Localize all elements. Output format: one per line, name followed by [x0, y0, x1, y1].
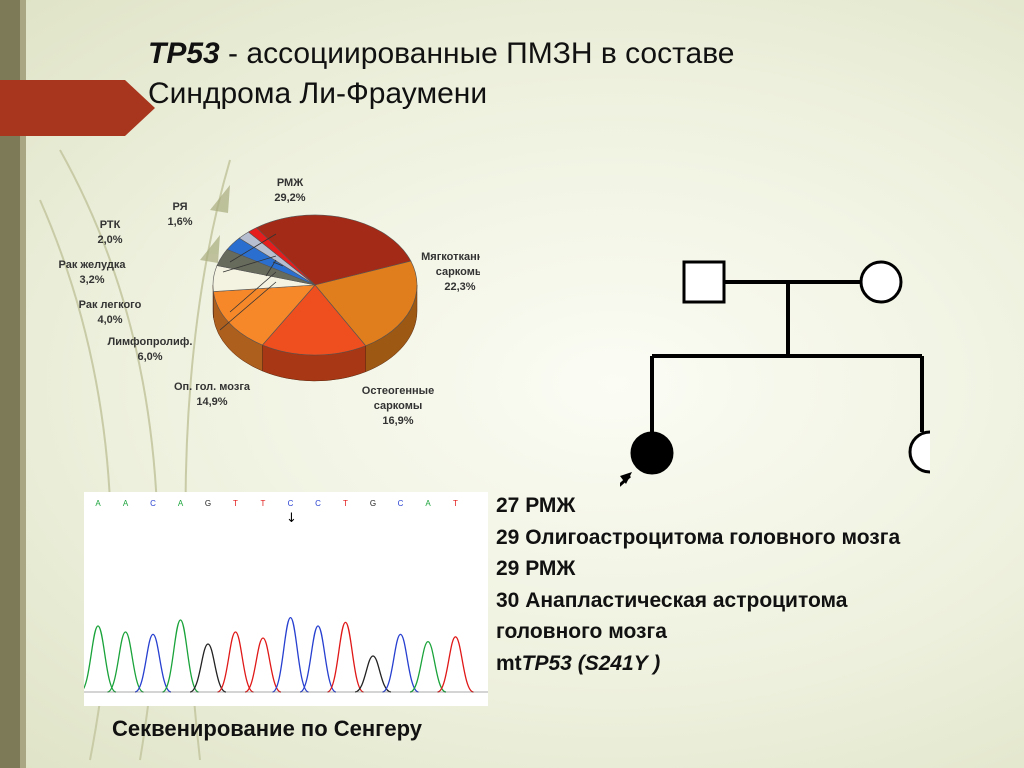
base-call-6: T	[261, 499, 266, 508]
pie-leader-1	[272, 261, 284, 267]
trace-peak-3	[162, 619, 199, 693]
mutation-prefix: mt	[496, 651, 522, 675]
page-title: TP53 - ассоциированные ПМЗН в составе Си…	[148, 34, 1008, 114]
trace-peak-0	[79, 625, 117, 693]
mutation-gene: TP53 (S241Y )	[521, 651, 661, 675]
mutation-arrow: ↓	[286, 511, 297, 526]
left-accent-stripe	[20, 0, 26, 768]
info-line-3: 29 РМЖ	[496, 557, 576, 580]
sanger-caption: Секвенирование по Сенгеру	[112, 716, 422, 741]
pie-slice-1	[314, 260, 418, 347]
base-call-1: A	[123, 499, 129, 508]
trace-peak-9	[327, 621, 364, 693]
base-call-3: A	[178, 499, 184, 508]
base-call-0: A	[95, 499, 101, 508]
base-call-9: T	[343, 499, 348, 508]
info-line-2: 29 Олигоастроцитома головного мозга	[496, 525, 901, 549]
trace-peak-6	[244, 637, 282, 693]
pie-slice-0	[255, 214, 412, 286]
pie-leader-4	[229, 271, 277, 313]
mother-circle	[859, 260, 903, 304]
trace-peak-13	[437, 636, 474, 693]
proband-circle	[630, 431, 674, 475]
trace-peak-8	[299, 625, 337, 693]
info-line-5: головного мозга	[496, 620, 667, 643]
base-call-12: A	[425, 499, 431, 508]
info-line-4: 30 Анапластическая астроцитома	[496, 588, 848, 612]
trace-peak-4	[189, 643, 227, 693]
pie-label-soft: Мягкотканныесаркомы22,3%	[421, 251, 480, 293]
trace-peak-5	[217, 631, 254, 693]
pie-label-lymph: Лимфопролиф.6,0%	[108, 336, 193, 363]
pie-slice-8	[247, 227, 316, 286]
pie-leader-3	[229, 233, 277, 263]
base-call-13: T	[453, 499, 458, 508]
title-line2: Синдрома Ли-Фраумени	[148, 77, 488, 110]
proband-arrowhead	[620, 472, 632, 484]
pie-slice-2	[261, 284, 367, 356]
left-accent-bar	[0, 0, 20, 768]
sibling-circle	[908, 430, 930, 474]
info-line-1: 27 РМЖ	[496, 494, 576, 517]
title-banner-arrow	[0, 80, 155, 136]
trace-peak-11	[382, 633, 419, 693]
trace-peak-1	[107, 631, 144, 693]
base-call-7: C	[288, 499, 294, 508]
father-square	[682, 260, 726, 304]
title-line1-rest: - ассоциированные ПМЗН в составе	[219, 37, 735, 70]
trace-peak-2	[134, 633, 172, 693]
trace-peak-7	[272, 616, 309, 693]
sanger-chromatogram: A A C A G T T C C T G C A T ↓	[79, 492, 488, 706]
base-call-4: G	[205, 499, 211, 508]
trace-peak-10	[354, 655, 392, 693]
base-call-2: C	[150, 499, 156, 508]
trace-peak-12	[409, 640, 447, 693]
pedigree-diagram	[620, 260, 930, 487]
mutation-line: mtTP53 (S241Y )	[496, 648, 1016, 680]
base-call-8: C	[315, 499, 321, 508]
patient-info: 27 РМЖ 29 Олигоастроцитома головного моз…	[496, 490, 1016, 679]
base-call-10: G	[370, 499, 376, 508]
title-gene: TP53	[148, 37, 220, 70]
pie-leader-2	[222, 255, 277, 273]
pie-leader-5	[219, 281, 277, 331]
base-call-5: T	[233, 499, 238, 508]
base-call-11: C	[398, 499, 404, 508]
